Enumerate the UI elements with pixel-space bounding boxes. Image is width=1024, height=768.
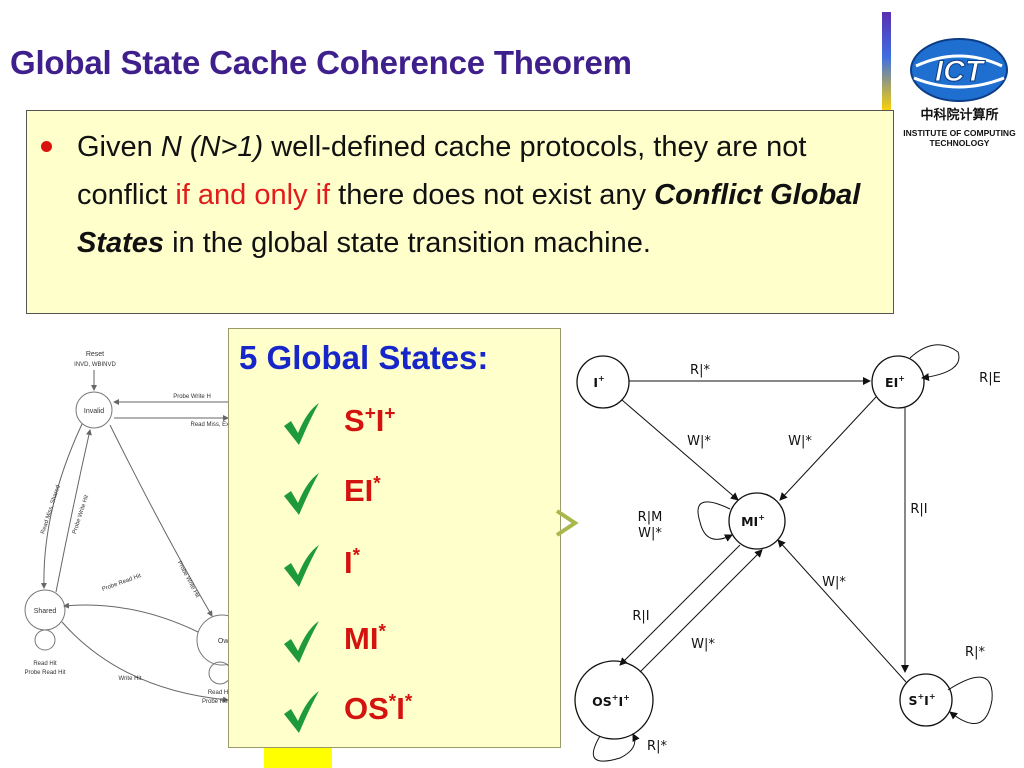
svg-text:I+: I+ — [593, 374, 604, 390]
iff-phrase: if and only if — [175, 179, 331, 211]
checkmark-icon — [284, 545, 319, 587]
edge-ei-self-label: R|E — [979, 371, 1001, 386]
edge-read-miss-excl: Read Miss, Excl — [190, 422, 233, 428]
conflict-global-states: Conflict Global States — [77, 179, 861, 259]
reset-sub-label: INVD, WBINVD — [74, 362, 116, 368]
svg-text:MI+: MI+ — [741, 513, 765, 529]
edge-i-to-mi-label: W|* — [687, 434, 711, 449]
global-states-heading: 5 Global States: — [239, 339, 489, 376]
checkmark-icon — [284, 691, 319, 733]
invalid-state-label: Invalid — [84, 408, 104, 415]
invalid-state — [75, 391, 113, 429]
svg-text:S+I+: S+I+ — [908, 692, 935, 708]
svg-text:EI+: EI+ — [885, 374, 905, 390]
edge-probe-read-hit: Probe Read Hit — [101, 573, 142, 593]
edge-mi-to-osi-label: R|I — [632, 609, 649, 624]
shared-state-label: Shared — [34, 608, 57, 615]
edge-i-to-ei-label: R|* — [690, 363, 710, 378]
shared-probe-read-hit: Probe Read Hit — [24, 670, 65, 676]
svg-text:OS+I+: OS+I+ — [592, 693, 630, 709]
edge-ei-to-mi-label: W|* — [788, 434, 812, 449]
shared-read-hit: Read Hit — [33, 661, 57, 667]
bullet-icon — [41, 141, 52, 152]
reset-label: Reset — [86, 351, 104, 358]
chevron-right-icon — [555, 509, 579, 537]
edge-mi-self-label-2: W|* — [638, 526, 662, 541]
global-state-item: I* — [279, 541, 539, 591]
owned-read-hit: Read H — [208, 690, 228, 696]
global-state-item: OS*I* — [279, 687, 539, 737]
edge-probe-write-hit-b: Probe Write Hit — [176, 560, 200, 599]
node-mi-plus — [728, 492, 786, 550]
edge-si-to-mi-label: W|* — [822, 575, 846, 590]
owned-probe-read: Probe Read — [202, 699, 234, 705]
edge-osi-self-label: R|* — [647, 739, 667, 754]
theorem-text: Given N (N>1) well-defined cache protoco… — [77, 131, 861, 259]
protocol-state-diagram: Reset INVD, WBINVD Invalid Shared Owned … — [24, 351, 248, 705]
edge-probe-write: Probe Write H — [173, 394, 211, 400]
edge-mi-self-label-1: R|M — [638, 510, 663, 525]
edge-osi-to-mi-label: W|* — [691, 637, 715, 652]
node-i-plus — [576, 355, 630, 409]
checkmark-icon — [284, 403, 319, 445]
node-osi-plus — [574, 660, 654, 740]
ict-globe-icon: ICT — [910, 38, 1008, 102]
global-states-panel: 5 Global States: S+I+ EI* I* MI* OS*I* — [228, 328, 561, 748]
global-state-item: EI* — [279, 469, 539, 519]
accent-bar — [882, 12, 891, 112]
checkmark-icon — [284, 621, 319, 663]
global-state-machine: I+ EI+ MI+ OS+I+ S+I+ R|* R|E W|* W|* R|… — [574, 344, 1001, 762]
edge-si-self-label: R|* — [965, 645, 985, 660]
checkmark-icon — [284, 473, 319, 515]
logo-chinese-name: 中科院计算所 — [920, 108, 999, 123]
edge-write-hit: Write Hit — [119, 676, 142, 682]
global-state-item: MI* — [279, 617, 539, 667]
node-ei-plus — [871, 355, 925, 409]
edge-read-miss-shared: Read Miss, Shared — [40, 484, 61, 534]
node-si-plus — [899, 673, 953, 727]
yellow-highlight-strip — [264, 748, 332, 768]
theorem-box: Given N (N>1) well-defined cache protoco… — [26, 110, 894, 314]
global-state-item: S+I+ — [279, 399, 539, 449]
logo-acronym: ICT — [935, 55, 986, 88]
slide-title: Global State Cache Coherence Theorem — [10, 44, 632, 81]
edge-ei-to-si-label: R|I — [910, 502, 927, 517]
